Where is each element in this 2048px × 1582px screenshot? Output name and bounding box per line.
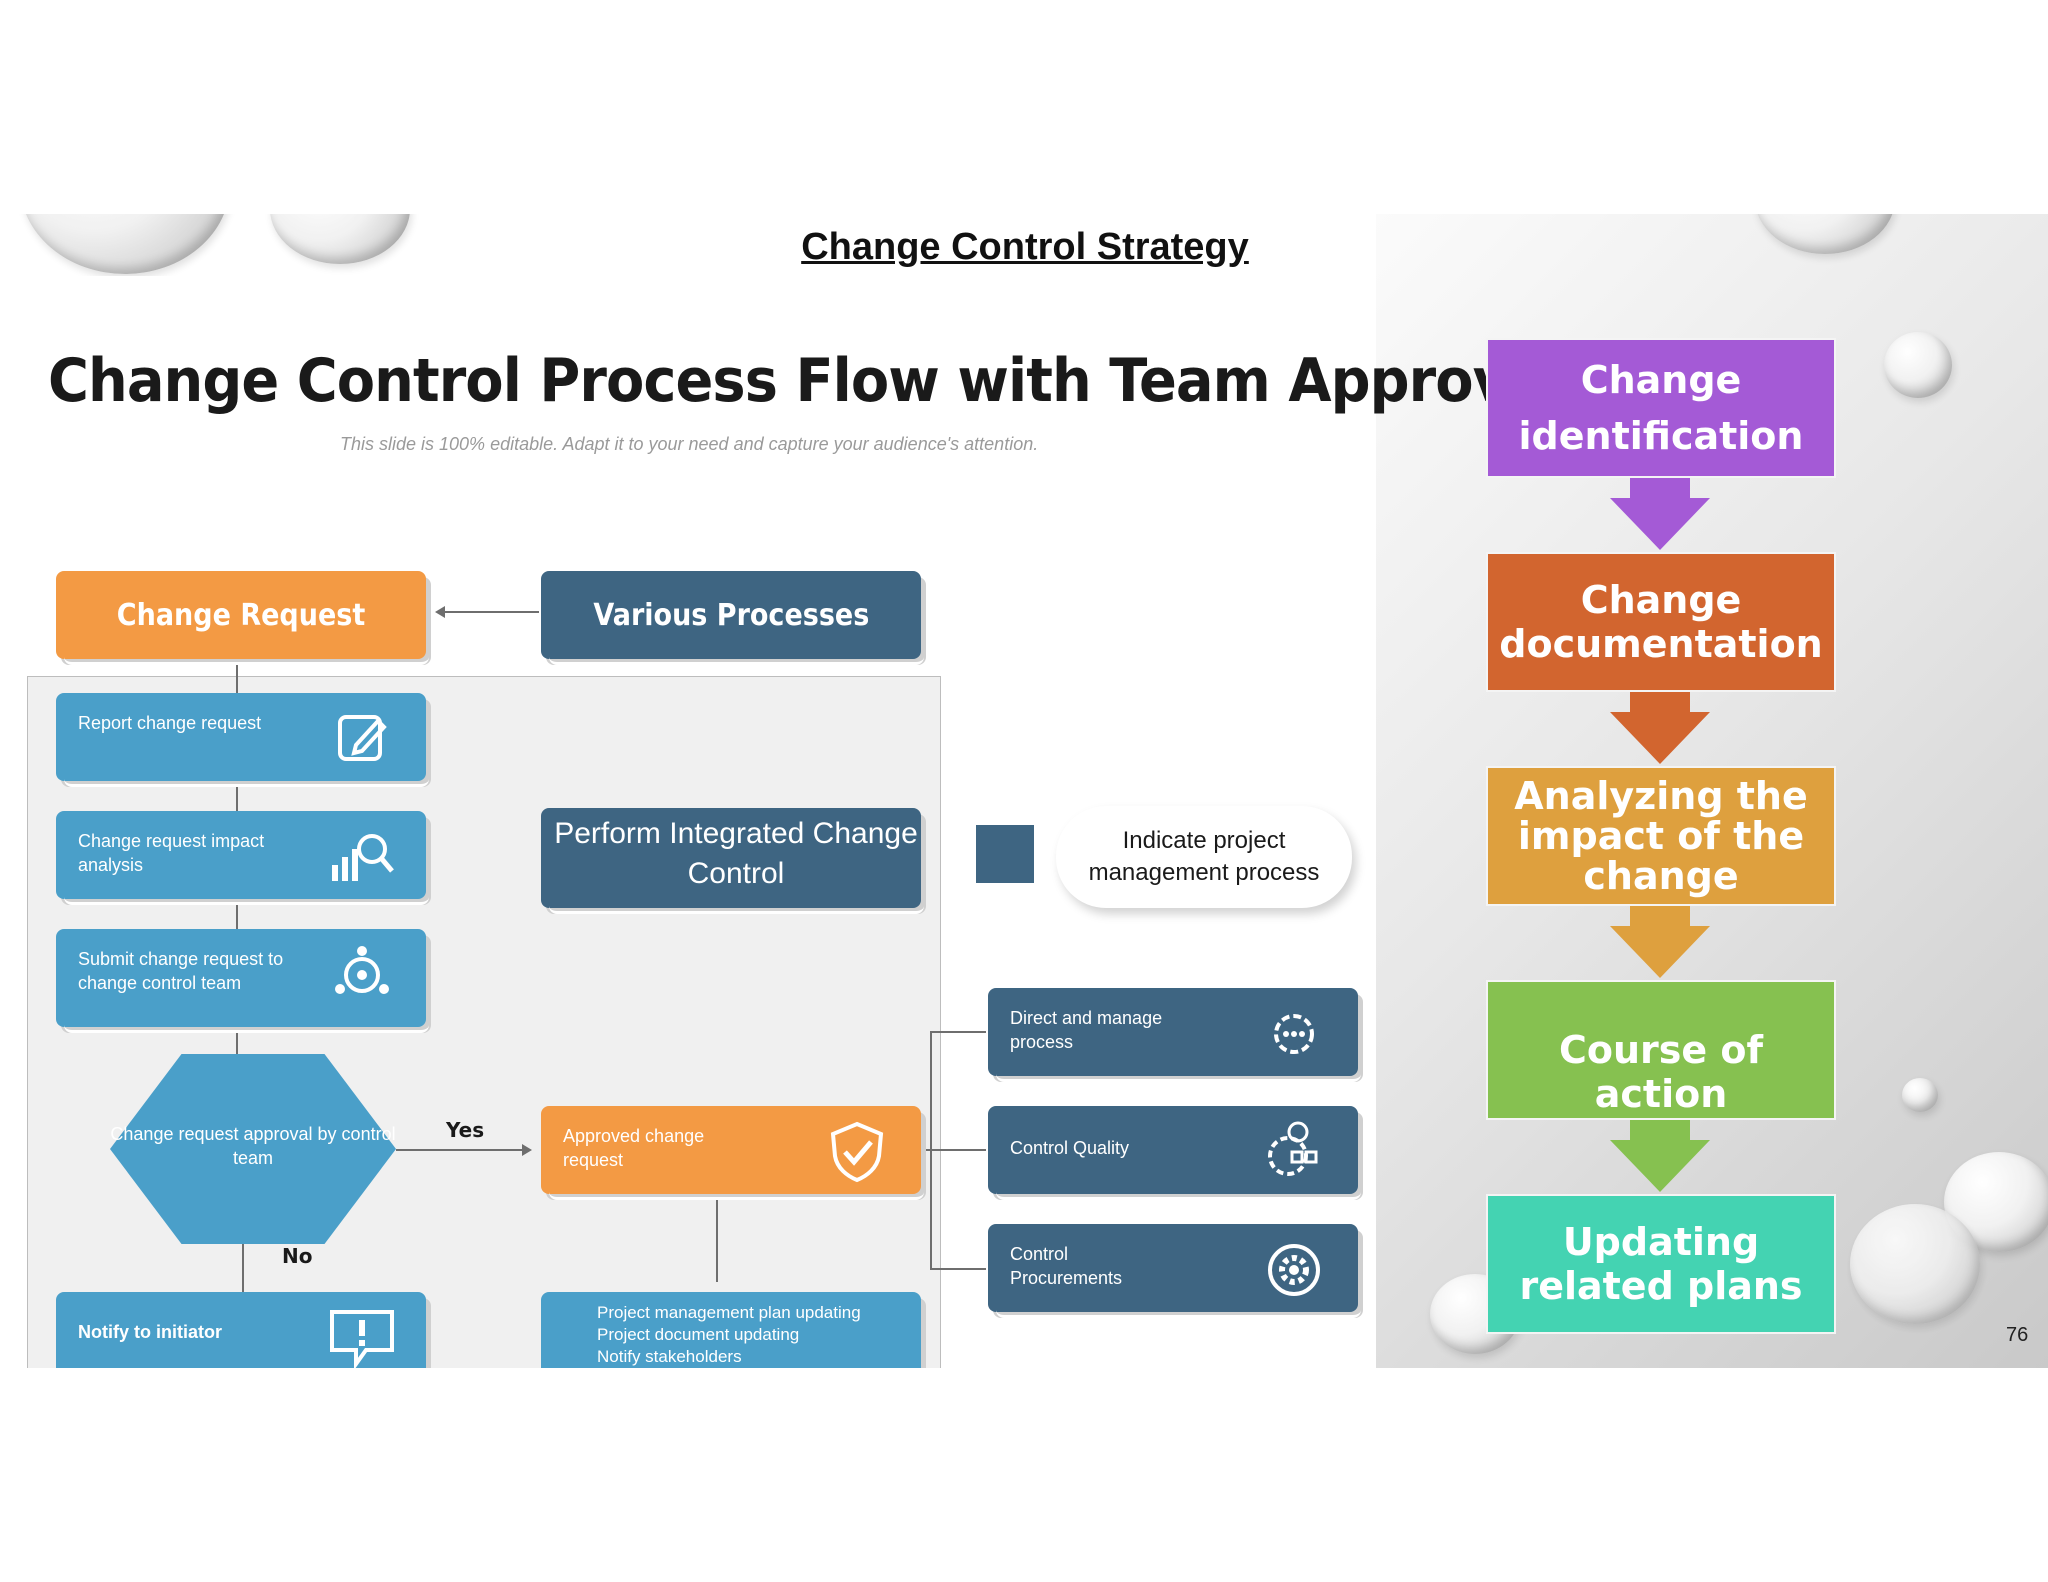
various-processes-label: Various Processes (593, 597, 869, 633)
various-processes-header: Various Processes (541, 571, 924, 665)
water-drop-decoration (1884, 332, 1952, 398)
updates-box: Project management plan updating Project… (541, 1292, 921, 1368)
notify-initiator: Notify to initiator (56, 1292, 426, 1368)
decision-label: Change request approval by control team (110, 1124, 396, 1168)
approved-change-request: Approved change request (541, 1106, 924, 1200)
team-icon (326, 943, 398, 1007)
change-request-header: Change Request (56, 571, 429, 665)
water-drop-decoration (270, 214, 410, 264)
no-label: No (282, 1244, 313, 1268)
notify-label: Notify to initiator (78, 1322, 222, 1342)
gear-dots-icon (1258, 1002, 1330, 1066)
embedded-diagram: Change Control Process Flow with Team Ap… (10, 276, 1564, 1368)
quality-icon (1258, 1120, 1330, 1184)
process-label: Direct and manage process (1010, 1008, 1163, 1052)
approved-label: Approved change request (563, 1126, 705, 1170)
flow-step-label: Updating related plans (1519, 1220, 1803, 1308)
process-label: Control Quality (1010, 1138, 1130, 1158)
step-label: Submit change request to change control … (78, 949, 284, 993)
diagram-title: Change Control Process Flow with Team Ap… (48, 346, 1564, 416)
process-direct-manage: Direct and manage process (988, 988, 1361, 1082)
legend-label: Indicate project management process (1056, 806, 1352, 908)
legend-swatch (976, 825, 1034, 883)
connector-line (916, 1149, 986, 1151)
process-control-quality: Control Quality (988, 1106, 1361, 1200)
flow-arrow-down (1610, 478, 1710, 550)
flow-step-label: Course of action (1558, 1028, 1764, 1116)
connector-line (443, 611, 539, 613)
process-label: Control Procurements (1010, 1244, 1123, 1288)
step-impact-analysis: Change request impact analysis (56, 811, 429, 905)
flow-step-label: Change identification (1518, 358, 1804, 458)
flow-step-label: Change documentation (1499, 578, 1823, 666)
flow-arrow-down (1610, 906, 1710, 978)
connector-line (396, 1149, 526, 1151)
arrow-head (435, 606, 445, 618)
flow-step-change-documentation: Change documentation (1486, 552, 1836, 692)
step-report-change-request: Report change request (56, 693, 429, 787)
settings-icon (1258, 1238, 1330, 1302)
flow-step-course-of-action: Course of action (1486, 980, 1836, 1120)
flow-arrow-down (1610, 692, 1710, 764)
alert-message-icon (326, 1306, 398, 1368)
edit-icon (326, 707, 398, 771)
analytics-icon (326, 825, 398, 889)
connector-line (930, 1268, 986, 1270)
process-control-procurements: Control Procurements (988, 1224, 1361, 1318)
flow-arrow-down (1610, 1120, 1710, 1192)
water-drop-decoration (1902, 1078, 1938, 1112)
diagram-subtitle: This slide is 100% editable. Adapt it to… (340, 434, 1039, 454)
page-number: 76 (2006, 1324, 2029, 1346)
update-item: Notify stakeholders (597, 1347, 742, 1366)
connector-line (716, 1186, 718, 1282)
flow-step-change-identification: Change identification (1486, 338, 1836, 478)
change-request-label: Change Request (116, 597, 366, 633)
shield-check-icon (821, 1120, 893, 1184)
water-drop-decoration (20, 214, 230, 274)
pic-label: Perform Integrated Change Control (554, 817, 918, 890)
update-item: Project management plan updating (597, 1303, 861, 1322)
step-label: Change request impact analysis (78, 831, 265, 875)
flow-step-updating-plans: Updating related plans (1486, 1194, 1836, 1334)
water-drop-decoration (1850, 1204, 1980, 1324)
flow-step-label: Analyzing the impact of the change (1514, 774, 1808, 898)
update-item: Project document updating (597, 1325, 800, 1344)
step-submit-request: Submit change request to change control … (56, 929, 429, 1033)
connector-line (930, 1031, 986, 1033)
perform-integrated-change-control (541, 808, 924, 914)
slide: Change Control Strategy Change Control P… (0, 214, 2048, 1368)
yes-label: Yes (446, 1118, 485, 1142)
arrow-head (522, 1144, 532, 1156)
connector-line (242, 1242, 244, 1292)
flow-step-analyzing-impact: Analyzing the impact of the change (1486, 766, 1836, 906)
step-label: Report change request (78, 713, 262, 733)
slide-title: Change Control Strategy (801, 226, 1249, 268)
